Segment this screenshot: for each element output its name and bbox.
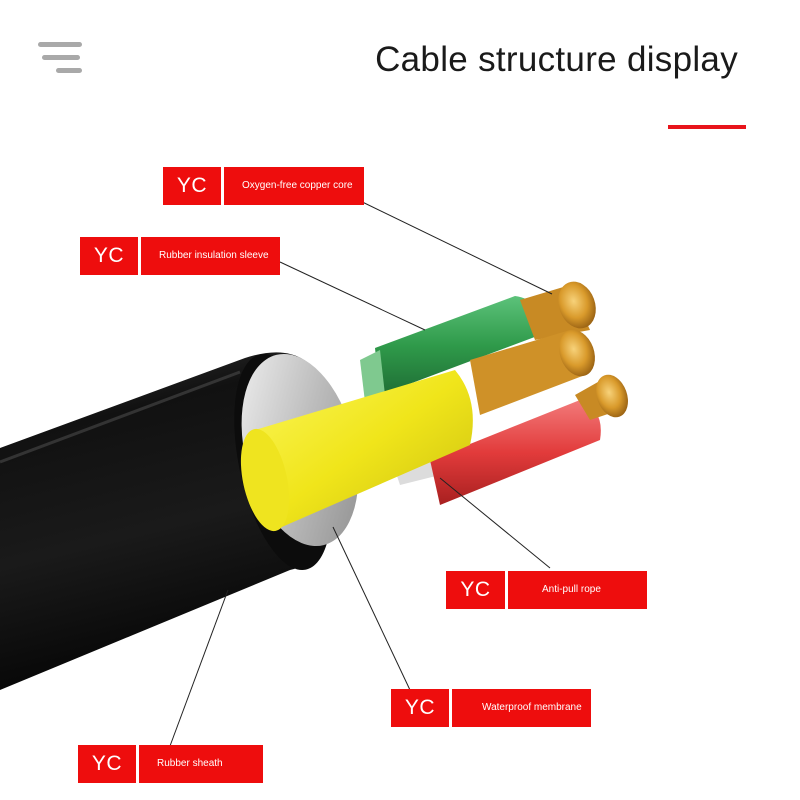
page-title: Cable structure display bbox=[375, 40, 738, 79]
menu-icon[interactable] bbox=[38, 42, 84, 76]
label-waterproof-membrane: YC Waterproof membrane bbox=[391, 689, 591, 727]
label-oxygen-free-copper-core: YC Oxygen-free copper core bbox=[163, 167, 364, 205]
label-text: Oxygen-free copper core bbox=[224, 167, 364, 205]
title-accent-bar bbox=[668, 125, 746, 129]
label-text: Waterproof membrane bbox=[452, 689, 591, 727]
brand-badge: YC bbox=[78, 745, 136, 783]
label-text: Rubber sheath bbox=[139, 745, 263, 783]
brand-badge: YC bbox=[80, 237, 138, 275]
leader-lines bbox=[169, 195, 553, 747]
label-text: Rubber insulation sleeve bbox=[141, 237, 280, 275]
brand-badge: YC bbox=[391, 689, 449, 727]
green-core bbox=[360, 296, 541, 402]
yellow-core bbox=[240, 370, 473, 532]
copper-conductors bbox=[470, 281, 628, 420]
label-rubber-insulation-sleeve: YC Rubber insulation sleeve bbox=[80, 237, 280, 275]
brand-badge: YC bbox=[446, 571, 505, 609]
brand-badge: YC bbox=[163, 167, 221, 205]
label-text: Anti-pull rope bbox=[508, 571, 647, 609]
label-anti-pull-rope: YC Anti-pull rope bbox=[446, 571, 647, 609]
label-rubber-sheath: YC Rubber sheath bbox=[78, 745, 263, 783]
red-core bbox=[430, 400, 601, 505]
